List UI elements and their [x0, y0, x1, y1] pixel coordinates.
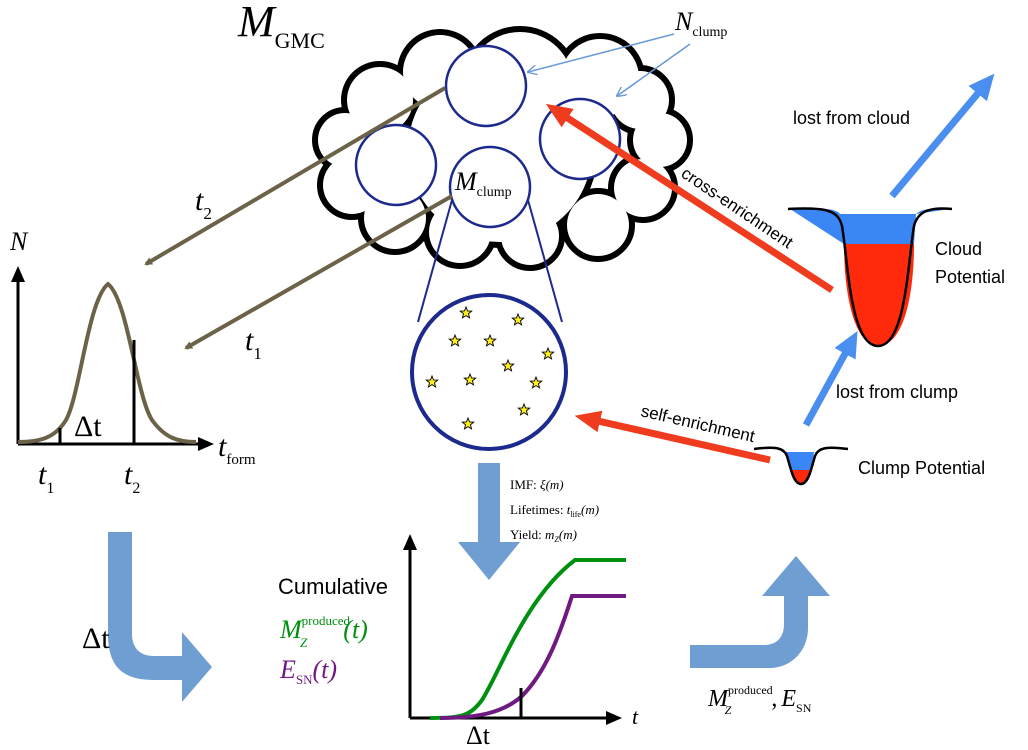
star-icon [517, 402, 531, 416]
star-icon [459, 305, 473, 319]
cloud-potential [787, 207, 953, 348]
zoom-line-left [417, 199, 453, 323]
self-enrichment-label: self-enrichment [639, 401, 757, 446]
star-icon [511, 312, 525, 326]
energy-sn-label: ESN(t) [279, 655, 337, 687]
clump-potential [753, 446, 849, 486]
magnified-clump [410, 293, 568, 451]
star-icon [425, 374, 439, 388]
lost-from-clump-label: lost from clump [836, 382, 958, 402]
tick-t1-label: t1 [38, 458, 54, 497]
self-enrichment-arrow [574, 410, 771, 464]
star-icon [463, 372, 477, 386]
star-icon [448, 333, 462, 347]
lost-from-cloud-arrow [889, 73, 995, 199]
lifetimes-label: Lifetimes: tlife(m) [510, 502, 599, 519]
metals-curve [429, 558, 626, 720]
star-icon [501, 358, 515, 372]
clump-count-pointer-2 [617, 43, 691, 96]
t1-arrow [184, 194, 453, 350]
star-icon [461, 416, 475, 430]
star-icon [541, 346, 555, 360]
lost-from-clump-arrow [802, 330, 858, 427]
clump-right [538, 97, 622, 181]
clump-count-label: Nclump [674, 7, 727, 40]
clump-count-pointer-1 [528, 33, 675, 72]
cross-enrichment-label: cross-enrichment [678, 164, 797, 253]
clump-mass-label: Mclump [454, 167, 512, 200]
t1-label: t1 [245, 324, 262, 363]
lost-from-cloud-label: lost from cloud [793, 108, 910, 128]
energy-curve [439, 594, 626, 720]
cumulative-delta-label: Δt [466, 721, 491, 750]
t2-arrow [144, 86, 447, 266]
stellar-input-arrow [458, 463, 520, 580]
cross-enrichment-arrow [545, 103, 834, 293]
formation-distribution-plot [11, 266, 214, 451]
delta-t-flow-arrow [108, 532, 212, 702]
imf-label: IMF: ξ(m) [510, 477, 564, 492]
delta-t-flow-label: Δt [82, 622, 110, 655]
distribution-delta-label: Δt [74, 410, 102, 443]
zoom-line-right [527, 199, 563, 323]
star-icon [529, 375, 543, 389]
cumulative-x-label: t [632, 704, 639, 729]
t2-label: t2 [195, 184, 212, 223]
clump-center [448, 145, 532, 229]
distribution-x-label: tform [218, 430, 256, 468]
tick-t2-label: t2 [124, 458, 140, 497]
output-flow-arrow [690, 556, 830, 668]
clump-potential-label: Clump Potential [858, 458, 985, 478]
cumulative-plot [403, 534, 626, 725]
yield-label: Yield: mZ(m) [510, 527, 577, 544]
distribution-y-label: N [9, 227, 29, 256]
formation-curve [17, 281, 197, 444]
cloud-potential-label-2: Potential [935, 267, 1005, 287]
clump-top [444, 44, 528, 128]
cloud-potential-label-1: Cloud [935, 239, 982, 259]
cumulative-heading: Cumulative [278, 574, 388, 599]
clump-left [354, 123, 438, 207]
stars [425, 305, 555, 430]
cloud-mass-label: MGMC [237, 0, 325, 53]
star-icon [483, 333, 497, 347]
